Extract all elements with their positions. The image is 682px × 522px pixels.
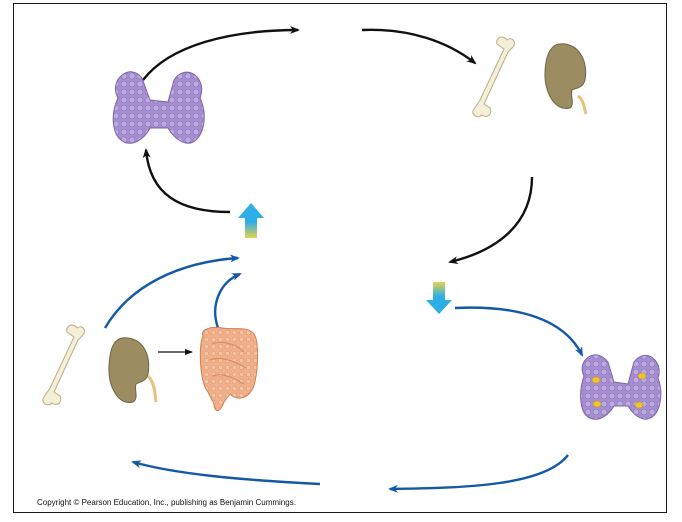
arrow-kidney-down — [450, 177, 532, 262]
intestine-icon — [200, 327, 257, 410]
copyright-notice: Copyright © Pearson Education, Inc., pub… — [37, 498, 296, 507]
arrow-top-to-bone-kidney — [362, 30, 475, 63]
arrow-thyroid-to-top — [143, 30, 298, 80]
kidney-icon — [109, 338, 156, 403]
bone-icon — [43, 325, 85, 405]
thyroid-icon — [581, 355, 661, 419]
arrow-bottom-to-left — [133, 462, 320, 484]
arrow-down-to-parathyroid — [455, 308, 582, 355]
thyroid-icon — [113, 72, 204, 143]
arrow-bone-to-center — [105, 258, 238, 328]
bone-icon — [473, 37, 515, 117]
arrow-parathyroid-to-bottom — [390, 455, 568, 489]
down-arrow-icon — [426, 282, 452, 314]
arrow-up-to-thyroid — [146, 150, 230, 212]
up-arrow-icon — [238, 203, 264, 238]
kidney-icon — [545, 44, 586, 114]
arrow-intestine-to-center — [215, 274, 240, 328]
